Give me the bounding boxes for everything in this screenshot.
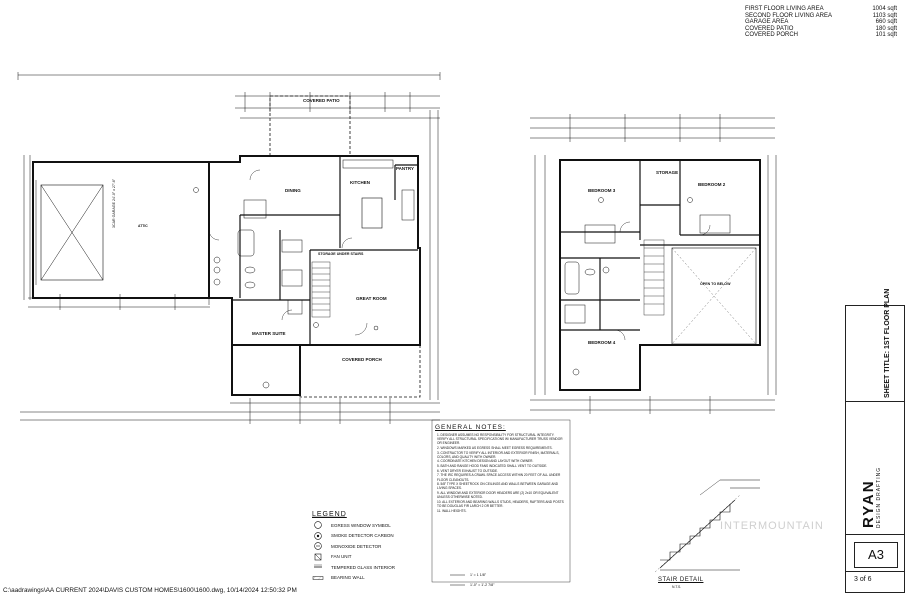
area-row: SECOND FLOOR LIVING AREA 1103 sqft xyxy=(745,13,897,20)
scale-rules xyxy=(450,574,465,586)
room-label-bedroom-3: BEDROOM 3 xyxy=(588,188,616,193)
area-label: COVERED PATIO xyxy=(745,25,794,32)
area-label: FIRST FLOOR LIVING AREA xyxy=(745,6,824,12)
legend-list: EGRESS WINDOW SYMBOL SMOKE DETECTOR CARB… xyxy=(312,520,420,583)
scale-note: 1'-0" = 1'-2 7/8" xyxy=(470,583,495,587)
room-label-covered-porch: COVERED PORCH xyxy=(342,357,382,362)
note-item: 10. ALL EXTERIOR AND BEARING WALLS STUDS… xyxy=(437,499,564,508)
room-label-covered-patio: COVERED PATIO xyxy=(303,98,340,103)
title-block: SHEET TITLE: 1ST FLOOR PLAN RYAN DESIGN … xyxy=(845,289,905,593)
area-value: 101 sqft xyxy=(875,32,897,39)
area-row: FIRST FLOOR LIVING AREA 1004 sqft xyxy=(745,6,897,13)
note-item: 2. WINDOWS MARKED AS EGRESS SHALL MEET E… xyxy=(437,445,553,450)
scale-note: 1' = 1 1/8" xyxy=(470,573,487,577)
general-notes-title: GENERAL NOTES: xyxy=(435,424,506,431)
note-item: 9. ALL WINDOW AND EXTERIOR DOOR HEADERS … xyxy=(437,490,559,500)
title-block-divider xyxy=(846,534,904,535)
room-label-great-room: GREAT ROOM xyxy=(356,296,387,301)
note-item: 3. CONTRACTOR TO VERIFY ALL INTERIOR AND… xyxy=(437,450,560,459)
stair-detail-subtitle: N.T.S. xyxy=(672,585,682,589)
area-value: 180 sqft xyxy=(875,25,897,32)
legend-item-label: MONOXIDE DETECTOR xyxy=(331,543,382,549)
second-floor-plan xyxy=(530,114,777,414)
area-label: GARAGE AREA xyxy=(745,19,789,26)
sheet-number: A3 xyxy=(854,542,898,568)
room-label-attic: ATTIC xyxy=(138,224,148,228)
firm-logo: RYAN xyxy=(860,479,877,528)
legend-item-label: EGRESS WINDOW SYMBOL xyxy=(331,522,391,528)
area-row: COVERED PATIO 180 sqft xyxy=(745,26,897,33)
room-label-kitchen: KITCHEN xyxy=(350,180,370,185)
area-label: SECOND FLOOR LIVING AREA xyxy=(745,12,833,19)
room-label-bedroom-4: BEDROOM 4 xyxy=(588,340,616,345)
sheet-title: SHEET TITLE: 1ST FLOOR PLAN xyxy=(884,288,891,398)
legend-item: SMOKE DETECTOR CARBON xyxy=(312,531,420,542)
legend-item-label: BEARING WALL xyxy=(331,575,365,581)
area-row: GARAGE AREA 660 sqft xyxy=(745,19,897,26)
egress-window-icon xyxy=(312,521,324,529)
stair-detail-drawing xyxy=(654,479,760,573)
legend-item: TEMPERED GLASS INTERIOR xyxy=(312,562,420,573)
note-item: 4. COORDINATE KITCHEN DESIGN AND LAYOUT … xyxy=(437,459,534,464)
legend-item-label: FAN UNIT xyxy=(331,554,352,560)
tempered-glass-icon xyxy=(312,563,324,571)
area-summary-table: FIRST FLOOR LIVING AREA 1004 sqft SECOND … xyxy=(745,6,897,39)
area-value: 660 sqft xyxy=(875,19,897,26)
legend-item: FAN UNIT xyxy=(312,552,420,563)
legend-item: EGRESS WINDOW SYMBOL xyxy=(312,520,420,531)
legend-title: LEGEND xyxy=(312,511,347,518)
room-label-dining: DINING xyxy=(285,188,301,193)
room-label-storage-upper: STORAGE xyxy=(656,170,679,175)
monoxide-detector-icon xyxy=(312,542,324,550)
notes-box xyxy=(431,419,571,583)
title-block-divider xyxy=(846,571,904,572)
legend-item: MONOXIDE DETECTOR xyxy=(312,541,420,552)
legend-item: BEARING WALL xyxy=(312,573,420,584)
general-notes-list: 1. DESIGNER ASSUMES NO RESPONSIBILITY FO… xyxy=(437,433,565,513)
note-item: 5. BATH AND RANGE HOOD FANS INDICATED SH… xyxy=(437,464,548,469)
bearing-wall-icon xyxy=(312,574,324,582)
area-value: 1103 sqft xyxy=(872,12,897,19)
area-label: COVERED PORCH xyxy=(745,32,799,39)
note-item: 1. DESIGNER ASSUMES NO RESPONSIBILITY FO… xyxy=(437,433,563,446)
stair-detail-title: STAIR DETAIL xyxy=(658,577,704,583)
sheet-count: 3 of 6 xyxy=(854,576,872,583)
firm-subtitle: DESIGN DRAFTING xyxy=(876,466,882,528)
room-label-storage: STORAGE UNDER STAIRS xyxy=(318,252,364,256)
note-item: 8. 5/8" TYPE X SHEETROCK ON CEILINGS AND… xyxy=(437,482,559,491)
note-item: 7. THE IRC REQUIRES A CRAWL SPACE ACCESS… xyxy=(437,473,561,482)
room-label-open-to-below: OPEN TO BELOW xyxy=(700,282,731,286)
legend-item-label: TEMPERED GLASS INTERIOR xyxy=(331,564,396,570)
note-item: 11. WALL HEIGHTS. xyxy=(437,508,467,513)
legend-item-label: SMOKE DETECTOR CARBON xyxy=(331,533,394,539)
room-label-garage: 3CAR GARAGE 24'-0" x 27'-6" xyxy=(112,178,116,228)
room-label-bedroom-2: BEDROOM 2 xyxy=(698,182,726,187)
smoke-detector-icon xyxy=(312,532,324,540)
watermark: INTERMOUNTAIN xyxy=(720,520,824,532)
note-item: 6. VENT DRYER EXHAUST TO OUTSIDE. xyxy=(437,468,498,473)
fan-unit-icon xyxy=(312,553,324,561)
room-label-pantry: PANTRY xyxy=(396,166,414,171)
first-floor-plan xyxy=(17,72,441,424)
file-path-footer: C:\aadrawings\AA CURRENT 2024\DAVIS CUST… xyxy=(3,587,297,594)
room-label-master-suite: MASTER SUITE xyxy=(252,331,286,336)
area-value: 1004 sqft xyxy=(872,6,897,12)
area-row: COVERED PORCH 101 sqft xyxy=(745,32,897,39)
title-block-divider xyxy=(846,401,904,402)
